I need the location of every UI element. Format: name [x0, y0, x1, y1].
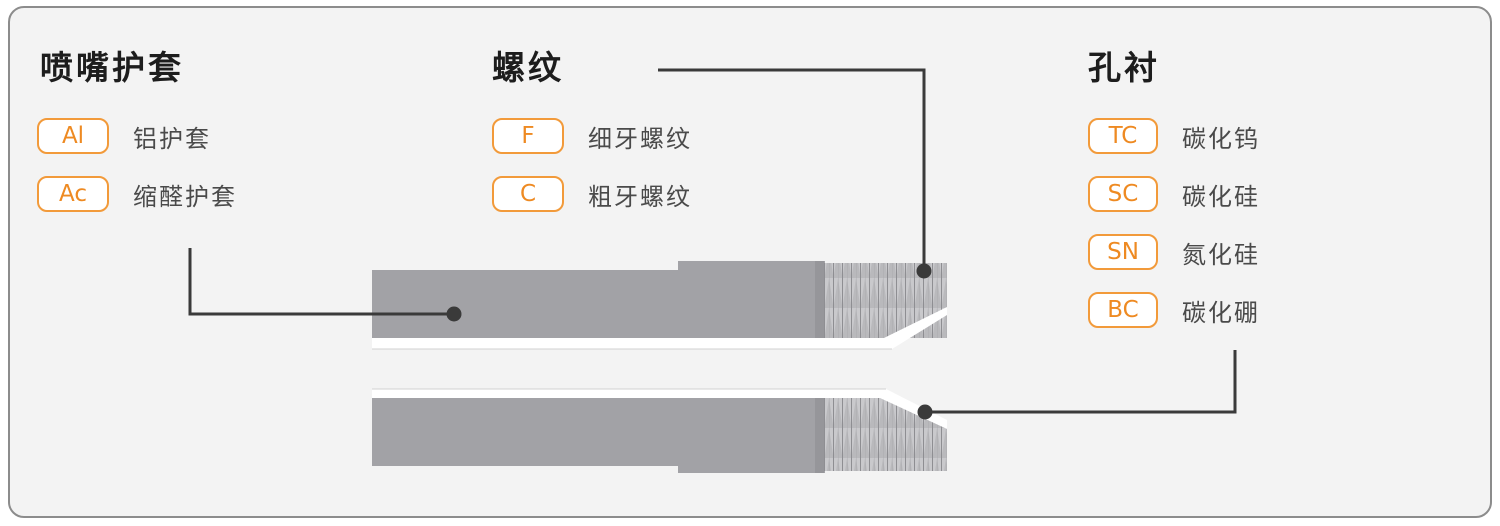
nozzle-cross-section-illustration: [188, 68, 1237, 473]
legend-item-thread-f: F 细牙螺纹: [492, 117, 692, 155]
legend-item-jacket-ac: Ac 缩醛护套: [37, 175, 237, 213]
material-code-badge: TC: [1088, 118, 1158, 154]
legend-item-liner-bc: BC 碳化硼: [1088, 291, 1260, 329]
leader-line-thread: [658, 68, 926, 270]
nozzle-upper-half: [372, 261, 947, 350]
material-code-badge: Ac: [37, 176, 109, 212]
material-label: 碳化硼: [1182, 298, 1260, 327]
legend-item-liner-sn: SN 氮化硅: [1088, 233, 1260, 271]
legend-item-liner-sc: SC 碳化硅: [1088, 175, 1260, 213]
thread-label: 细牙螺纹: [588, 124, 692, 153]
thread-code-badge: C: [492, 176, 564, 212]
material-label: 铝护套: [133, 124, 211, 153]
leader-line-liner: [927, 350, 1237, 414]
thread-label: 粗牙螺纹: [588, 182, 692, 211]
material-code-badge: SC: [1088, 176, 1158, 212]
leader-dot-liner: [917, 404, 933, 420]
material-label: 碳化钨: [1182, 124, 1260, 153]
nozzle-thread-step-upper: [815, 261, 824, 338]
leader-dot-thread: [916, 263, 932, 279]
nozzle-lower-half: [372, 388, 947, 473]
group-title-jacket: 喷嘴护套: [40, 48, 184, 87]
leader-line-jacket: [188, 248, 452, 316]
material-code-badge: BC: [1088, 292, 1158, 328]
thread-code-badge: F: [492, 118, 564, 154]
group-title-liner: 孔衬: [1088, 48, 1160, 87]
nozzle-thread-lower: [822, 398, 947, 471]
nozzle-legend-card: 喷嘴护套 Al 铝护套 Ac 缩醛护套 螺纹 F 细牙螺纹 C 粗牙螺纹 孔衬 …: [8, 6, 1492, 518]
nozzle-bore-liner-upper: [372, 307, 947, 349]
material-label: 氮化硅: [1182, 240, 1260, 269]
material-label: 碳化硅: [1182, 182, 1260, 211]
legend-item-jacket-al: Al 铝护套: [37, 117, 211, 155]
material-code-badge: SN: [1088, 234, 1158, 270]
group-title-thread: 螺纹: [492, 48, 564, 87]
legend-item-liner-tc: TC 碳化钨: [1088, 117, 1260, 155]
nozzle-thread-step-lower: [815, 398, 824, 473]
material-label: 缩醛护套: [133, 182, 237, 211]
material-code-badge: Al: [37, 118, 109, 154]
nozzle-jacket-lower: [372, 398, 825, 473]
leader-dot-jacket: [446, 306, 462, 322]
legend-item-thread-c: C 粗牙螺纹: [492, 175, 692, 213]
nozzle-jacket-upper: [372, 261, 825, 338]
nozzle-bore-liner-lower: [372, 389, 947, 429]
